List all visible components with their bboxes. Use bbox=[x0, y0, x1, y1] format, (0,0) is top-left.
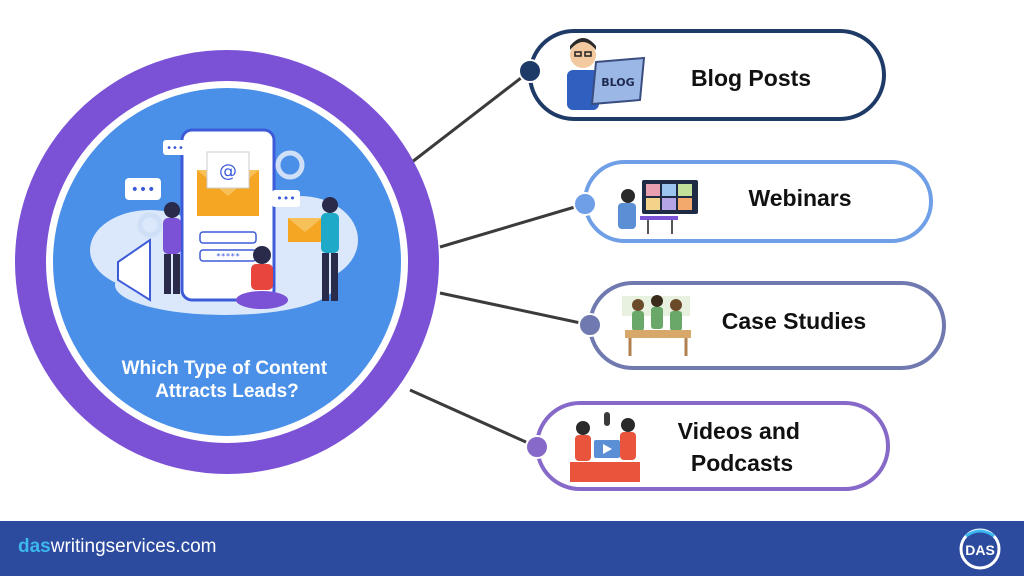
item-webinars: Webinars bbox=[573, 160, 933, 243]
person-right-icon bbox=[321, 197, 339, 301]
logo-text: DAS bbox=[965, 542, 995, 558]
email-marketing-illustration: @ ***** ••• ••• ••• bbox=[90, 128, 358, 315]
username-field-icon bbox=[199, 231, 257, 244]
connector-case-studies bbox=[439, 291, 591, 327]
connector-videos-podcasts bbox=[409, 388, 538, 449]
item-label-line-1: Case Studies bbox=[722, 308, 866, 334]
person-left-icon bbox=[163, 202, 181, 294]
item-label: Case Studies bbox=[722, 308, 866, 334]
svg-text:•••: ••• bbox=[131, 182, 156, 198]
connector-dot bbox=[578, 313, 602, 337]
central-hub: @ ***** ••• ••• ••• bbox=[15, 50, 439, 474]
das-logo-icon: DAS bbox=[959, 528, 1001, 570]
footer-bar: daswritingservices.com DAS bbox=[0, 521, 1024, 576]
chat-bubble-icon bbox=[125, 178, 161, 200]
connector-dot bbox=[573, 192, 597, 216]
connector-dot bbox=[518, 59, 542, 83]
center-title: Which Type of Content Attracts Leads? bbox=[122, 358, 333, 402]
connector-lines bbox=[409, 69, 591, 449]
connector-dot bbox=[525, 435, 549, 459]
item-case-studies: Case Studies bbox=[578, 281, 946, 370]
item-label-line-1: Webinars bbox=[748, 185, 851, 211]
item-label: Blog Posts bbox=[691, 65, 811, 91]
svg-text:BLOG: BLOG bbox=[601, 76, 634, 89]
svg-text:•••: ••• bbox=[166, 143, 184, 154]
team-meeting-icon bbox=[622, 295, 691, 356]
item-label: Webinars bbox=[748, 185, 851, 211]
center-title-line-1: Which Type of Content bbox=[122, 358, 328, 379]
item-label-line-2: Podcasts bbox=[691, 450, 793, 476]
webinar-screen-icon bbox=[618, 180, 698, 234]
chat-bubble-icon bbox=[163, 140, 187, 155]
svg-text:*****: ***** bbox=[216, 252, 240, 261]
center-title-line-2: Attracts Leads? bbox=[155, 381, 299, 402]
item-videos-podcasts: Videos and Podcasts bbox=[525, 401, 890, 491]
person-sitting-icon bbox=[236, 246, 288, 309]
megaphone-icon bbox=[117, 238, 151, 302]
website-link[interactable]: daswritingservices.com bbox=[18, 536, 217, 558]
site-name-suffix: writingservices.com bbox=[50, 536, 217, 557]
item-label-line-1: Blog Posts bbox=[691, 65, 811, 91]
podcast-recording-icon bbox=[570, 412, 640, 482]
item-label-line-1: Videos and bbox=[678, 418, 800, 444]
item-label: Videos and Podcasts bbox=[678, 418, 807, 476]
connector-blog-posts bbox=[411, 69, 531, 164]
chat-bubble-icon bbox=[272, 190, 300, 207]
blogger-laptop-icon: BLOG bbox=[567, 38, 646, 110]
item-blog-posts: BLOG Blog Posts bbox=[518, 29, 886, 121]
connector-webinars bbox=[439, 202, 586, 249]
svg-text:•••: ••• bbox=[276, 192, 295, 205]
site-name-prefix: das bbox=[18, 536, 51, 557]
svg-text:@: @ bbox=[219, 161, 237, 182]
